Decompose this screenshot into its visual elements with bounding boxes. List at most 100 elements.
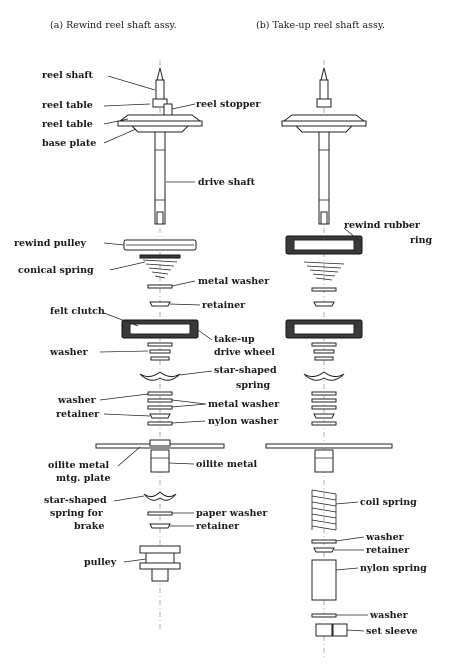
label-conical-spring: conical spring (18, 265, 94, 276)
reel-table-rim (117, 120, 203, 127)
label-rewind-pulley: rewind pulley (14, 238, 87, 249)
retainer (313, 301, 335, 307)
shaft-end (320, 211, 328, 225)
label-oilite-metal: oilite metal (48, 460, 110, 471)
label-star-shaped: star-shaped (214, 365, 277, 376)
set-sleeve-screw (332, 623, 348, 637)
washer (147, 391, 173, 396)
label-set-sleeve: set sleeve (366, 626, 418, 637)
paper-washer (147, 511, 173, 516)
label-retainer: retainer (366, 545, 410, 556)
label-washer: washer (57, 395, 97, 406)
rewind-reel-shaft-assembly (95, 60, 225, 632)
label-washer: washer (369, 610, 409, 621)
nylon-washer (311, 421, 337, 426)
conical-spring-top (139, 254, 181, 259)
washer (311, 539, 337, 544)
label-reel-table: reel table (42, 100, 93, 111)
label-paper-washer: paper washer (196, 508, 268, 519)
reel-shaft (155, 79, 165, 101)
washer (311, 342, 337, 347)
washer (311, 391, 337, 396)
label-drive-wheel: drive wheel (214, 347, 275, 358)
nylon-washer (147, 421, 173, 426)
reel-shaft-collar (316, 98, 332, 108)
label-reel-shaft: reel shaft (42, 70, 94, 81)
label-take-up: take-up (214, 334, 255, 345)
coil-spring (311, 489, 337, 531)
metal-washer (147, 405, 173, 410)
label-pulley: pulley (84, 557, 117, 568)
label-rewind-rubber: rewind rubber (344, 220, 421, 231)
reel-shaft (319, 79, 329, 101)
oilite-metal (150, 449, 170, 473)
caption-takeup-assy: (b) Take-up reel shaft assy. (256, 20, 385, 31)
label-metal-washer: metal washer (198, 276, 270, 287)
part-labels: reel shaft reel table reel table base pl… (14, 70, 433, 637)
washer (149, 349, 171, 354)
base-plate (130, 125, 190, 133)
washer (311, 613, 337, 618)
label-nylon-spring: nylon spring (360, 563, 427, 574)
label-retainer: retainer (56, 409, 100, 420)
label-metal-washer: metal washer (208, 399, 280, 410)
retainer (149, 301, 171, 307)
retainer (149, 413, 171, 419)
washer (147, 342, 173, 347)
rewind-rubber-ring-inner (293, 239, 355, 251)
set-sleeve (315, 623, 333, 637)
label-coil-spring: coil spring (360, 497, 417, 508)
washer (314, 356, 334, 361)
base-plate (294, 125, 354, 133)
retainer (313, 413, 335, 419)
label-mtg-plate: mtg. plate (56, 473, 111, 484)
reel-table-rim (281, 120, 367, 127)
mtg-plate-boss (149, 439, 171, 447)
reel-table (118, 114, 202, 122)
reel-shaft-tip (156, 67, 164, 81)
label-reel-stopper: reel stopper (196, 99, 261, 110)
oilite-metal (314, 449, 334, 473)
pulley-top (139, 545, 181, 554)
caption-rewind-assy: (a) Rewind reel shaft assy. (50, 20, 177, 31)
drive-shaft (154, 131, 166, 225)
metal-washer (147, 398, 173, 403)
metal-washer (311, 287, 337, 292)
label-oilite-metal: oilite metal (196, 459, 258, 470)
label-base-plate: base plate (42, 138, 96, 149)
label-nylon-washer: nylon washer (208, 416, 279, 427)
retainer (149, 523, 171, 529)
star-shaped-spring (139, 371, 181, 381)
label-ring: ring (410, 235, 433, 246)
conical-spring (303, 261, 345, 281)
metal-washer (311, 398, 337, 403)
washer (150, 356, 170, 361)
shaft-end (156, 211, 164, 225)
label-star-shaped: star-shaped (44, 495, 107, 506)
leader-lines (99, 75, 368, 632)
pulley (145, 552, 175, 564)
label-brake: brake (74, 521, 104, 532)
label-spring: spring (236, 380, 271, 391)
felt-clutch (129, 323, 191, 335)
star-shaped-spring-for-brake (143, 491, 177, 501)
oilite-metal-mtg-plate (265, 443, 393, 449)
label-reel-table: reel table (42, 119, 93, 130)
label-drive-shaft: drive shaft (198, 177, 256, 188)
felt-clutch (293, 323, 355, 335)
star-shaped-spring (303, 371, 345, 381)
drive-shaft (318, 131, 330, 225)
reel-stopper (163, 103, 173, 117)
washer (313, 349, 335, 354)
label-washer: washer (49, 347, 89, 358)
pulley-bottom (139, 562, 181, 570)
reel-shaft-collar (152, 98, 168, 108)
metal-washer (311, 405, 337, 410)
metal-washer (147, 284, 173, 289)
pulley-hub (151, 568, 169, 582)
label-spring-for: spring for (50, 508, 104, 519)
label-retainer: retainer (196, 521, 240, 532)
reel-table (282, 114, 366, 122)
nylon-spring (311, 559, 337, 601)
